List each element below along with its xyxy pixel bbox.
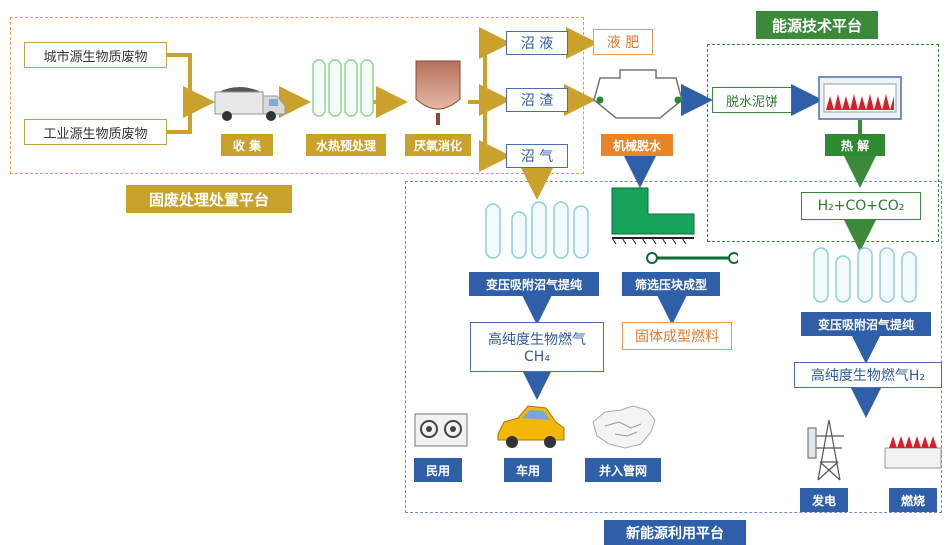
- psa-left-label: 变压吸附沼气提纯: [469, 272, 599, 296]
- stage-pyrolysis-label: 热 解: [825, 134, 885, 156]
- product-dewatered-cake: 脱水泥饼: [712, 87, 792, 113]
- stage-collect-label: 收 集: [221, 134, 273, 156]
- energy-tech-platform-region: [707, 44, 939, 242]
- product-biogas-residue: 沼 渣: [506, 88, 568, 112]
- psa-tank-icon-right: [812, 244, 920, 304]
- gas-line1: 高纯度生物燃气: [488, 332, 586, 348]
- power-tower-icon: [806, 418, 852, 482]
- stage-pretreat-label: 水热预处理: [306, 134, 386, 156]
- product-biogas-liquid: 沼 液: [506, 31, 568, 55]
- energy-tech-platform-title: 能源技术平台: [756, 11, 878, 39]
- grid-map-icon: [585, 404, 661, 452]
- input-urban-biomass: 城市源生物质废物: [24, 42, 167, 68]
- solid-fuel-box: 固体成型燃料: [622, 322, 732, 350]
- use-civil-label: 民用: [414, 458, 462, 482]
- solid-waste-platform-title: 固废处理处置平台: [126, 185, 292, 213]
- digester-icon: [410, 55, 466, 127]
- new-energy-platform-region: [405, 181, 942, 513]
- psa-tank-icon-left: [484, 198, 592, 260]
- product-syngas: H₂+CO+CO₂: [801, 192, 921, 220]
- use-grid-label: 并入管网: [585, 458, 661, 482]
- input-industrial-biomass: 工业源生物质废物: [24, 119, 167, 145]
- product-biogas: 沼 气: [506, 144, 568, 168]
- use-power-label: 发电: [800, 488, 848, 512]
- gas-line2: CH₄: [524, 349, 550, 365]
- briquetting-machine-icon: [608, 184, 740, 264]
- high-purity-biogas-h2: 高纯度生物燃气H₂: [794, 362, 942, 388]
- stage-dewater-label: 机械脱水: [601, 134, 673, 156]
- use-vehicle-label: 车用: [504, 458, 552, 482]
- stage-anaerobic-label: 厌氧消化: [405, 134, 471, 156]
- use-combustion-label: 燃烧: [889, 488, 937, 512]
- pyrolysis-furnace-icon: [818, 76, 902, 120]
- dewatering-machine-icon: [590, 66, 686, 126]
- burner-icon: [883, 432, 943, 472]
- high-purity-biogas-ch4: 高纯度生物燃气 CH₄: [470, 322, 604, 372]
- car-icon: [494, 400, 566, 452]
- screening-label: 筛选压块成型: [622, 272, 720, 296]
- new-energy-platform-title: 新能源利用平台: [604, 520, 746, 545]
- pretreatment-tank-icon: [309, 56, 375, 120]
- product-liquid-fertilizer: 液 肥: [593, 29, 653, 55]
- psa-right-label: 变压吸附沼气提纯: [801, 312, 931, 336]
- stove-icon: [413, 412, 469, 448]
- truck-icon: [209, 80, 289, 125]
